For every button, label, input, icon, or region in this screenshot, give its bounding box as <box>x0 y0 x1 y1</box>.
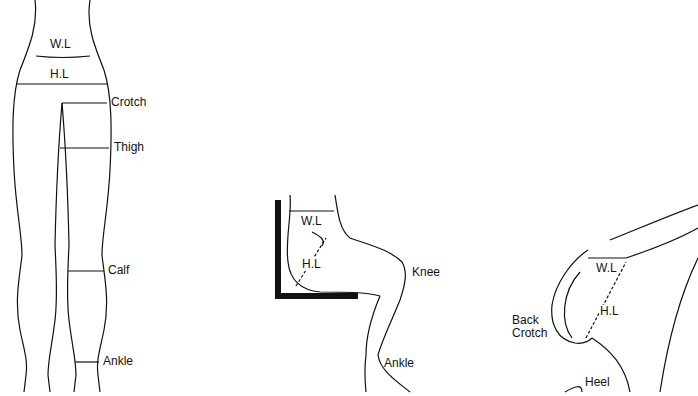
measure-label: W.L <box>596 262 617 275</box>
measure-label: Knee <box>412 266 440 279</box>
measure-label: Thigh <box>114 141 144 154</box>
measure-label: Ankle <box>384 357 414 370</box>
measure-label: W.L <box>301 215 322 228</box>
measure-label: Calf <box>108 264 129 277</box>
measure-label: H.L <box>301 258 322 271</box>
measure-label: H.L <box>50 68 69 81</box>
measure-label: W.L <box>50 38 71 51</box>
measure-label: Crotch <box>111 96 146 109</box>
measure-label: Ankle <box>103 355 133 368</box>
measure-label: Heel <box>585 376 610 389</box>
measure-label: Back Crotch <box>512 314 556 340</box>
measure-label: H.L <box>599 305 620 318</box>
front-figure <box>13 0 111 392</box>
bent-figure <box>552 205 698 392</box>
